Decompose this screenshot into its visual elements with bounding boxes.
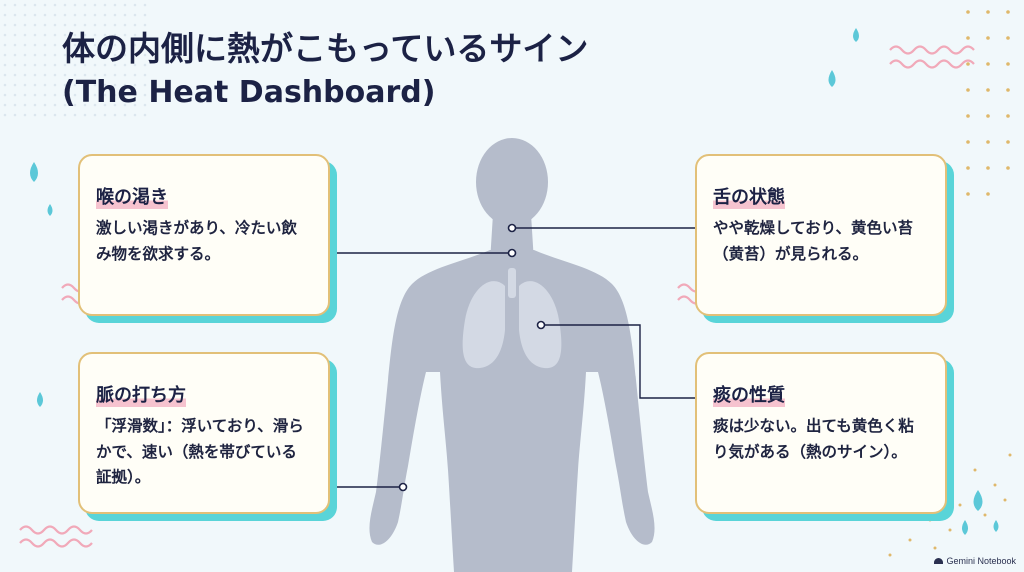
card-phlegm-text: 痰は少ない。出ても黄色く粘り気がある（熱のサイン）。 bbox=[713, 417, 914, 461]
card-pulse-text: 「浮滑数」：浮いており、滑らかで、速い（熱を帯びている証拠）。 bbox=[96, 417, 304, 486]
card-tongue: 舌の状態 やや乾燥しており、黄色い苔（黄苔）が見られる。 bbox=[695, 154, 947, 316]
connector-points bbox=[398, 223, 546, 492]
title-japanese: 体の内側に熱がこもっているサイン bbox=[62, 29, 589, 68]
body-silhouette bbox=[369, 138, 655, 572]
notebook-logo-icon bbox=[934, 558, 944, 564]
card-pulse-title: 脈の打ち方 bbox=[96, 384, 186, 408]
page-title: 体の内側に熱がこもっているサイン (The Heat Dashboard) bbox=[62, 29, 589, 110]
card-tongue-title: 舌の状態 bbox=[713, 186, 785, 210]
connector-lines bbox=[330, 227, 695, 488]
card-phlegm: 痰の性質 痰は少ない。出ても黄色く粘り気がある（熱のサイン）。 bbox=[695, 352, 947, 514]
watermark: Gemini Notebook bbox=[934, 556, 1016, 566]
card-thirst: 喉の渇き 激しい渇きがあり、冷たい飲み物を欲求する。 bbox=[78, 154, 330, 316]
card-thirst-text: 激しい渇きがあり、冷たい飲み物を欲求する。 bbox=[96, 219, 297, 263]
card-pulse: 脈の打ち方 「浮滑数」：浮いており、滑らかで、速い（熱を帯びている証拠）。 bbox=[78, 352, 330, 514]
card-tongue-text: やや乾燥しており、黄色い苔（黄苔）が見られる。 bbox=[713, 219, 913, 263]
watermark-label: Gemini Notebook bbox=[946, 556, 1016, 566]
card-phlegm-title: 痰の性質 bbox=[713, 384, 785, 408]
title-english: (The Heat Dashboard) bbox=[62, 74, 436, 110]
dot-pattern-top-left bbox=[0, 0, 150, 120]
water-drops bbox=[30, 28, 999, 535]
connector-phlegm bbox=[541, 324, 695, 399]
card-thirst-title: 喉の渇き bbox=[96, 186, 168, 210]
gold-dot-grid bbox=[888, 10, 1012, 557]
